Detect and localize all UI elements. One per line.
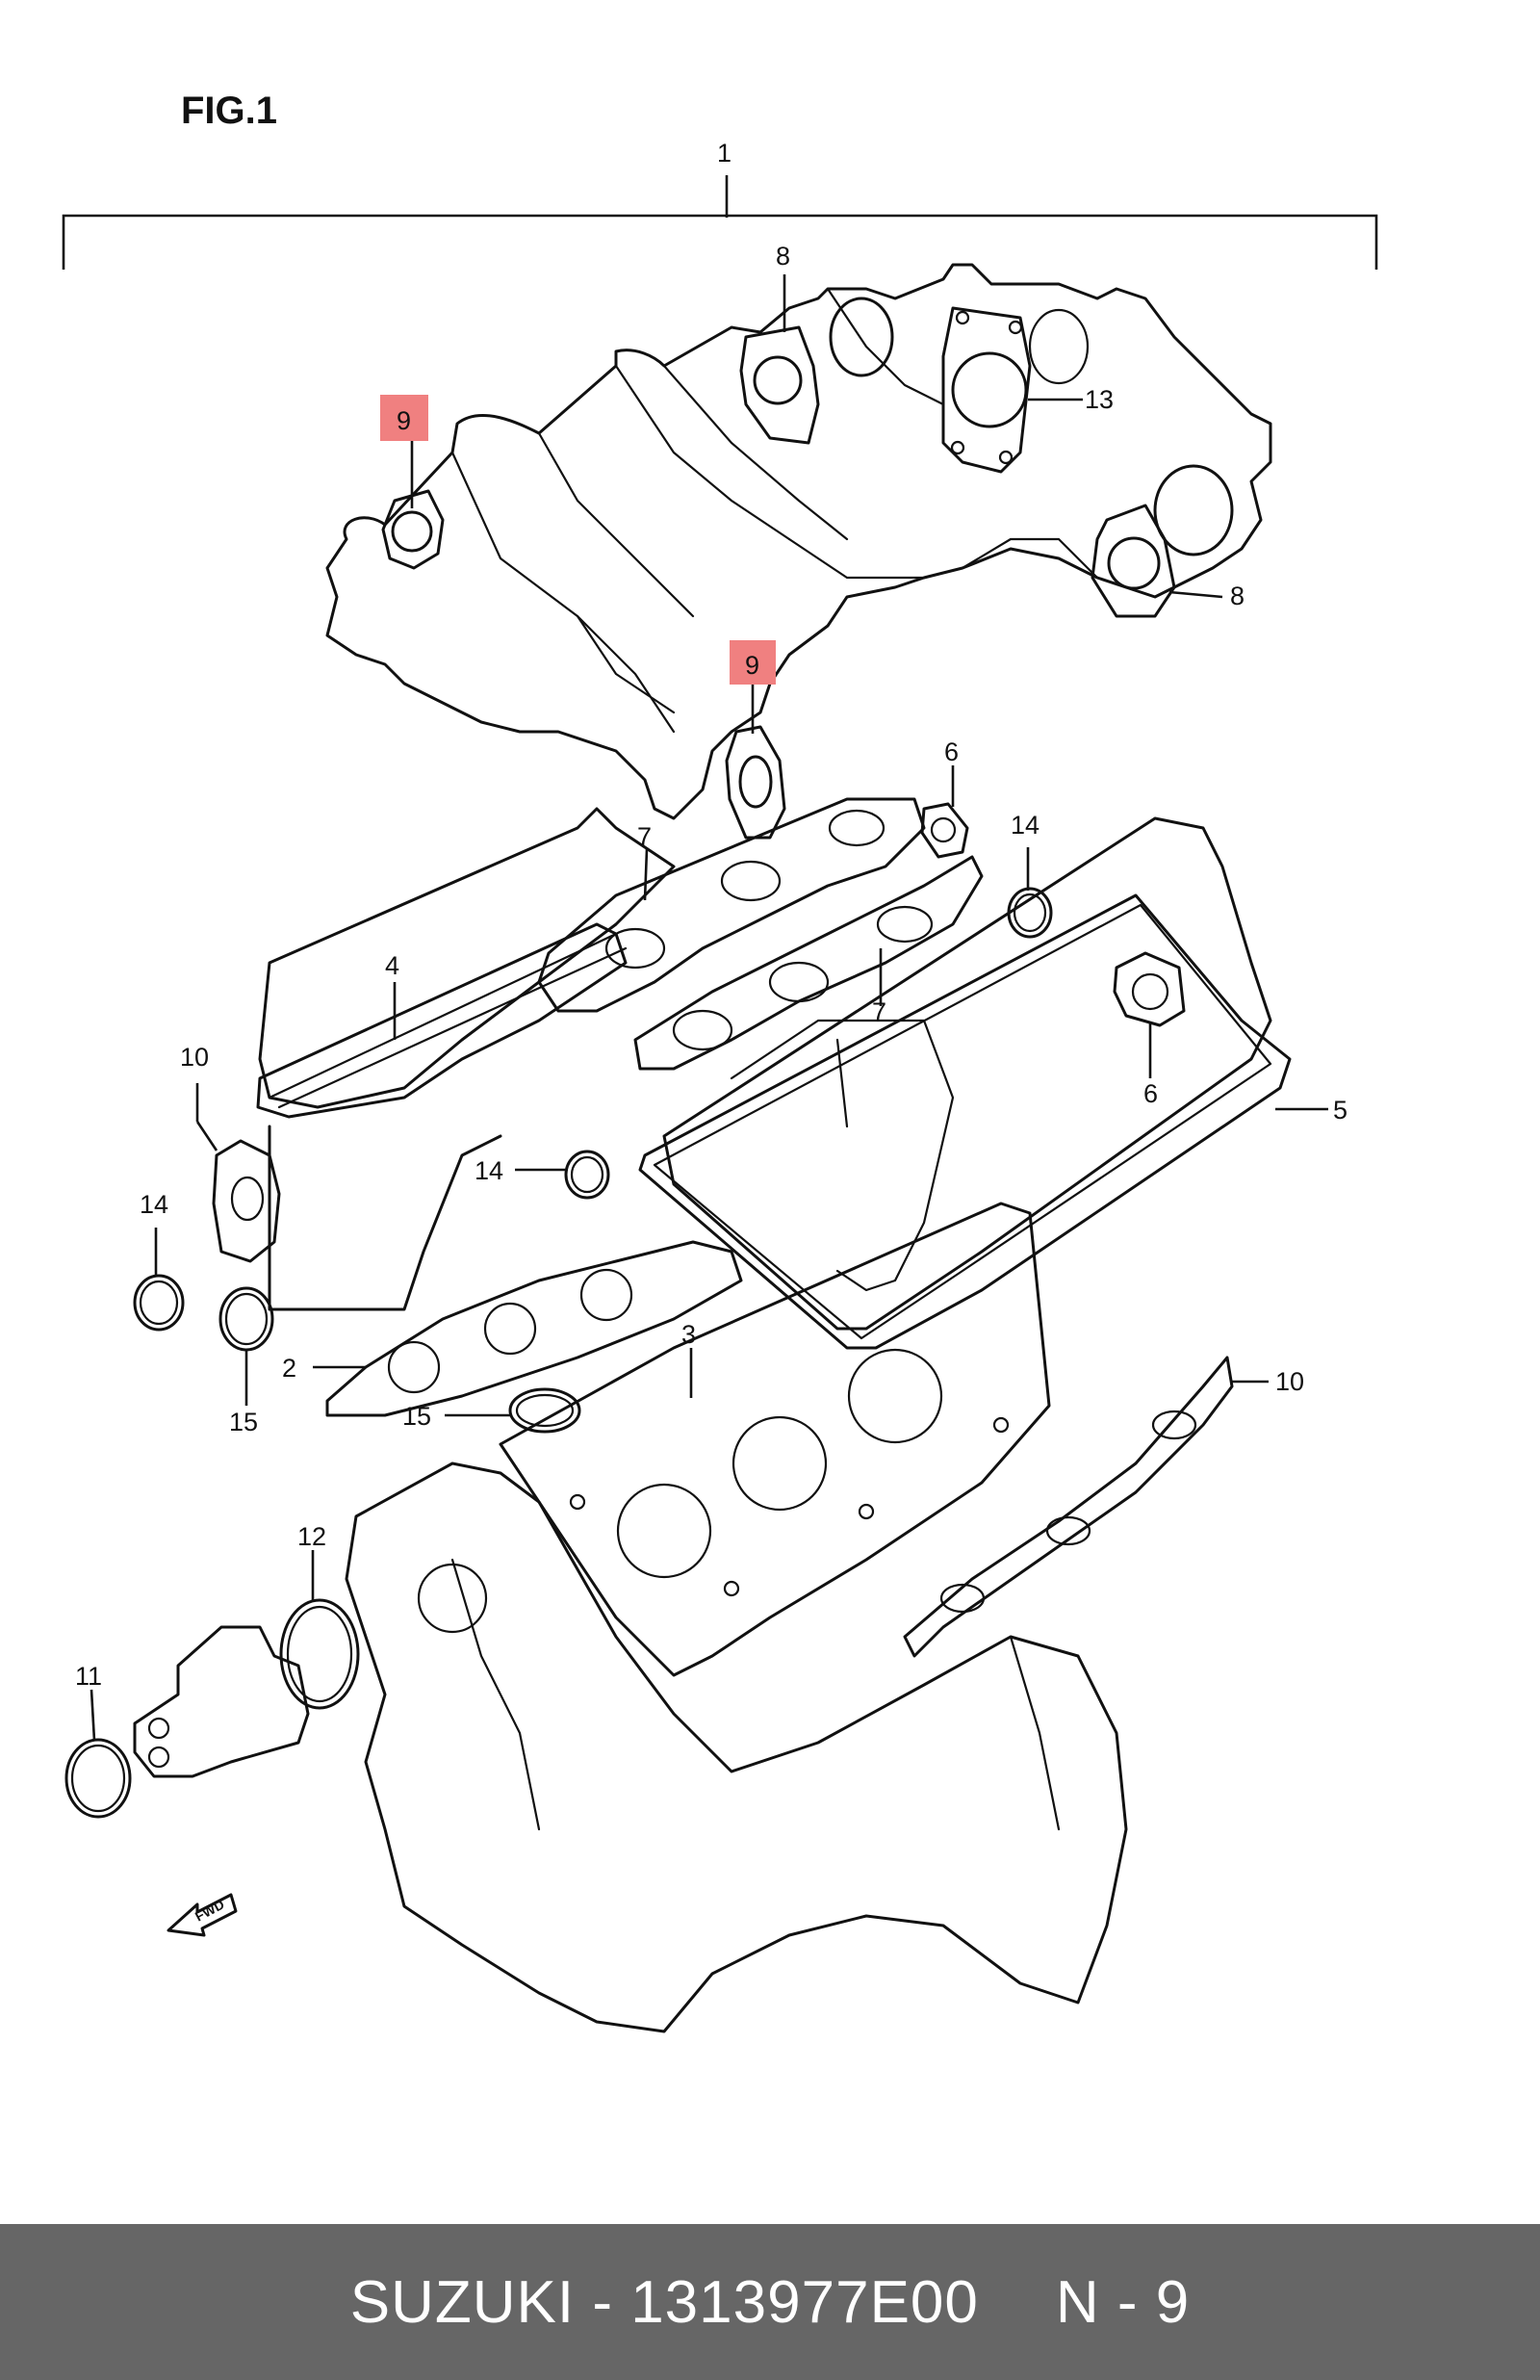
figure-title: FIG.1 — [181, 90, 277, 132]
o-ring-11 — [64, 1738, 132, 1819]
part-number-footer: SUZUKI - 1313977E00 N - 9 — [0, 2224, 1540, 2380]
callout-15-left: 15 — [229, 1408, 258, 1436]
callout-labels: 1 8 8 9 9 13 6 6 7 7 4 14 14 14 10 10 5 … — [75, 139, 1348, 1691]
intake-gasket-7-lower — [633, 855, 984, 1071]
callout-10-left: 10 — [180, 1043, 209, 1072]
o-ring-14-top — [1007, 887, 1053, 939]
callout-9-left: 9 — [397, 406, 411, 435]
callout-7-lower: 7 — [872, 997, 886, 1026]
exploded-parts-diagram: FIG.1 — [62, 90, 1378, 2033]
head-gasket-2 — [325, 1240, 743, 1417]
head-cover-left — [256, 807, 676, 1311]
callout-1: 1 — [717, 139, 732, 168]
kit-bracket — [62, 175, 1378, 270]
callout-14-left: 14 — [140, 1190, 168, 1219]
callout-4: 4 — [385, 951, 399, 980]
callout-7-upper: 7 — [637, 822, 652, 851]
callout-15-center: 15 — [402, 1402, 431, 1431]
throttle-gasket-13 — [941, 306, 1032, 474]
callout-9-highlight-left — [380, 395, 428, 441]
head-cover-right — [638, 816, 1292, 1350]
callout-3: 3 — [681, 1320, 696, 1349]
leader-lines — [90, 274, 1328, 1742]
o-ring-14-left — [133, 1274, 185, 1332]
exhaust-gasket-10-right — [903, 1356, 1234, 1658]
callout-8-right: 8 — [1230, 582, 1245, 610]
head-gasket-3 — [499, 1202, 1051, 1677]
water-pump — [133, 1625, 310, 1778]
gasket-6-upper — [920, 802, 969, 859]
intake-manifold-outline — [325, 263, 1272, 820]
page-indicator: N - 9 — [1055, 2268, 1191, 2336]
callout-14-top: 14 — [1011, 811, 1040, 840]
gasket-8-upper — [739, 325, 820, 445]
o-ring-15-center — [508, 1387, 581, 1434]
o-ring-12 — [279, 1598, 360, 1710]
fwd-arrow-icon: FWD — [167, 1893, 238, 1937]
callout-6-top: 6 — [944, 737, 959, 766]
callout-14-mid: 14 — [475, 1156, 503, 1185]
gasket-6-right — [1113, 951, 1186, 1027]
gasket-8-right — [1091, 504, 1176, 618]
callout-9-highlight-center — [730, 640, 776, 685]
callout-10-right: 10 — [1275, 1367, 1304, 1396]
callout-13: 13 — [1085, 385, 1114, 414]
callout-5: 5 — [1333, 1096, 1348, 1125]
callout-2: 2 — [282, 1354, 296, 1383]
brand-part-number: SUZUKI - 1313977E00 — [349, 2268, 979, 2336]
callout-9-center: 9 — [745, 651, 759, 680]
exhaust-gasket-10-left — [212, 1139, 281, 1263]
gasket-9-left — [381, 489, 445, 570]
intake-gasket-7-upper — [537, 797, 926, 1013]
callout-8-top: 8 — [776, 242, 790, 271]
callout-11: 11 — [75, 1662, 102, 1691]
o-ring-15-left — [218, 1286, 274, 1352]
callout-12: 12 — [297, 1522, 326, 1551]
engine-block-outline — [345, 1462, 1128, 2033]
gasket-9-center — [725, 725, 786, 840]
callout-6-right: 6 — [1143, 1079, 1158, 1108]
o-ring-14-mid — [564, 1150, 610, 1200]
